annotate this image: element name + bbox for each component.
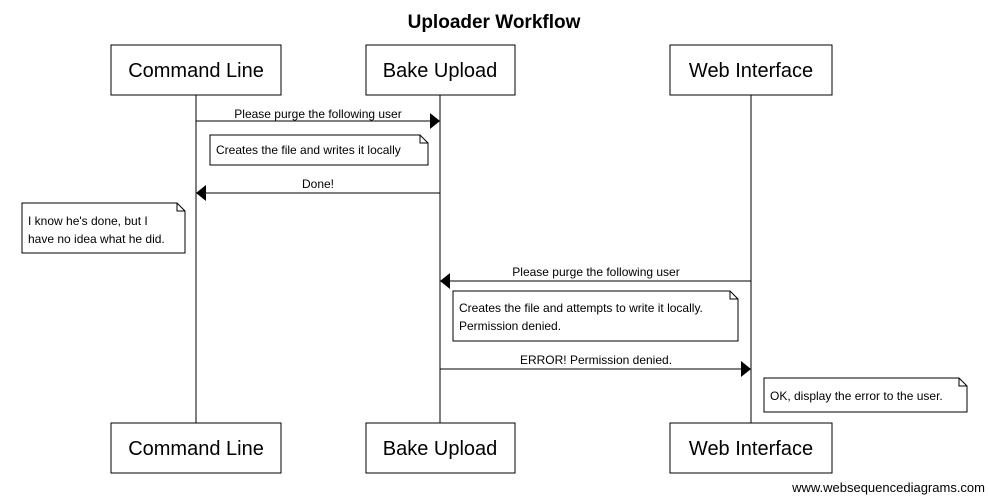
note-4-line-1: OK, display the error to the user.: [770, 389, 943, 403]
actor-web-interface-top: Web Interface: [669, 44, 833, 96]
footer-watermark: www.websequencediagrams.com: [791, 480, 985, 495]
actor-web-interface-bottom: Web Interface: [669, 422, 833, 474]
message-4-arrowhead: [741, 361, 751, 377]
message-4: ERROR! Permission denied.: [440, 353, 751, 377]
message-3-label: Please purge the following user: [512, 265, 679, 279]
actor-command-line-top-label: Command Line: [128, 60, 264, 82]
note-2-line-1: I know he's done, but I: [28, 214, 148, 228]
message-4-label: ERROR! Permission denied.: [520, 353, 672, 367]
note-3-line-2: Permission denied.: [459, 319, 561, 333]
message-2-label: Done!: [302, 177, 334, 191]
actor-command-line-bottom-label: Command Line: [128, 438, 264, 460]
actor-bake-upload-top: Bake Upload: [365, 44, 516, 96]
message-2: Done!: [196, 177, 440, 201]
message-1: Please purge the following user: [196, 107, 440, 129]
actor-web-interface-top-label: Web Interface: [689, 60, 813, 82]
note-1: Creates the file and writes it locally: [209, 134, 429, 166]
note-2-line-2: have no idea what he did.: [28, 232, 165, 246]
message-2-arrowhead: [196, 185, 206, 201]
message-1-label: Please purge the following user: [234, 107, 401, 121]
actor-command-line-top: Command Line: [110, 44, 282, 96]
actor-bake-upload-top-label: Bake Upload: [383, 60, 498, 82]
diagram-title: Uploader Workflow: [408, 12, 581, 33]
note-2: I know he's done, but I have no idea wha…: [21, 202, 186, 254]
note-3-line-1: Creates the file and attempts to write i…: [459, 301, 703, 315]
actor-bake-upload-bottom-label: Bake Upload: [383, 438, 498, 460]
message-1-arrowhead: [430, 113, 440, 129]
note-3: Creates the file and attempts to write i…: [452, 290, 739, 342]
note-1-line-1: Creates the file and writes it locally: [216, 143, 401, 157]
actor-web-interface-bottom-label: Web Interface: [689, 438, 813, 460]
actor-command-line-bottom: Command Line: [110, 422, 282, 474]
message-3-arrowhead: [440, 273, 450, 289]
message-3: Please purge the following user: [440, 265, 751, 289]
note-4: OK, display the error to the user.: [763, 377, 968, 413]
actor-bake-upload-bottom: Bake Upload: [365, 422, 516, 474]
